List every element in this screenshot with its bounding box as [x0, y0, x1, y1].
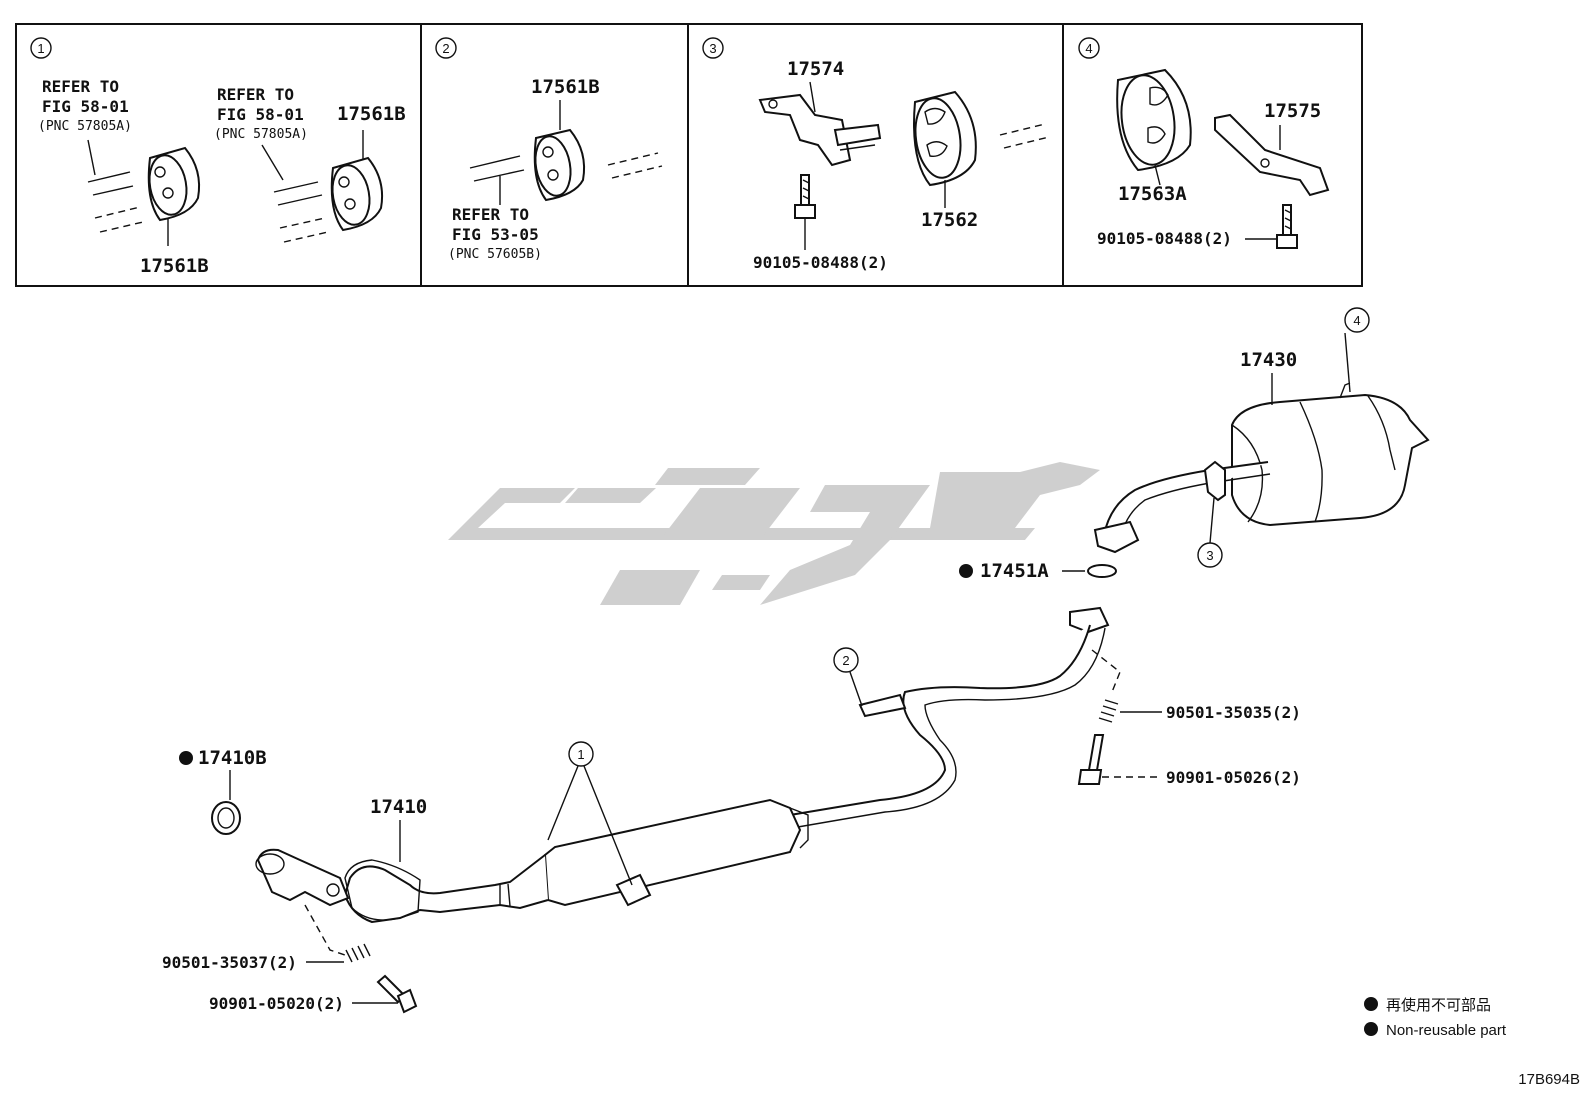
- callout-number: 1: [577, 747, 584, 762]
- gasket-ring-inner: [217, 807, 235, 829]
- refer-label: REFER TO: [42, 77, 119, 96]
- pipe-solid: [87, 171, 134, 196]
- legend-english: Non-reusable part: [1386, 1022, 1507, 1039]
- callout-circle: [1197, 542, 1223, 568]
- callout-circle: [568, 741, 594, 767]
- part-number-17562: 17562: [921, 209, 978, 231]
- part-number-17575: 17575: [1264, 100, 1321, 122]
- callout-number: 2: [842, 653, 849, 668]
- legend-japanese: 再使用不可部品: [1386, 997, 1491, 1014]
- rubber-hanger-icon: [147, 146, 201, 222]
- callout-circle: [1344, 307, 1370, 333]
- callout-number: 4: [1353, 313, 1360, 328]
- part-number-bolt-rear: 90901-05026(2): [1166, 768, 1301, 787]
- legend: 再使用不可部品 Non-reusable part: [1364, 997, 1507, 1039]
- bolt-icon: [1077, 734, 1105, 785]
- refer-pnc: (PNC 57805A): [214, 127, 308, 142]
- non-reusable-dot: [959, 564, 973, 578]
- refer-figure: FIG 58-01: [217, 105, 304, 124]
- muffler-17430: [1231, 382, 1430, 527]
- pipe-dashed: [607, 152, 663, 179]
- refer-pnc: (PNC 57605B): [448, 247, 542, 262]
- refer-figure: FIG 53-05: [452, 225, 539, 244]
- leader-line: [1209, 497, 1215, 544]
- panel-number: 4: [1085, 41, 1092, 56]
- part-number-bolt: 90105-08488(2): [1097, 229, 1232, 248]
- panel-1: 1 REFER TO FIG 58-01 (PNC 57805A) 17561B…: [30, 37, 406, 277]
- part-number-17410b: 17410B: [198, 747, 267, 769]
- pipe-flange: [1069, 606, 1110, 634]
- figure-code: 17B694B: [1518, 1071, 1580, 1088]
- panel-4: 4 17563A 17575 90105-08488(2): [1078, 37, 1330, 249]
- refer-figure: FIG 58-01: [42, 97, 129, 116]
- legend-dot: [1364, 1022, 1378, 1036]
- part-number-17430: 17430: [1240, 349, 1297, 371]
- part-number-bolt: 90105-08488(2): [753, 253, 888, 272]
- leader-line: [809, 81, 816, 113]
- leader-line: [547, 765, 633, 886]
- bolt-icon: [376, 974, 418, 1014]
- part-number-17410: 17410: [370, 796, 427, 818]
- refer-label: REFER TO: [217, 85, 294, 104]
- bracket-icon: [1214, 113, 1330, 197]
- rubber-hanger-icon: [913, 90, 977, 187]
- rubber-hanger-icon: [330, 156, 384, 232]
- refer-pnc: (PNC 57805A): [38, 119, 132, 134]
- panel-number: 3: [709, 41, 716, 56]
- leader-line: [1344, 332, 1351, 393]
- dashed-guide: [304, 904, 346, 956]
- panel-number: 2: [442, 41, 449, 56]
- pipe-flange: [1093, 520, 1140, 554]
- panel-3: 3 17574 90105-08488(2) 17562: [702, 37, 1050, 272]
- callout-number: 3: [1206, 548, 1213, 563]
- leader-line: [261, 144, 284, 181]
- rubber-hanger-icon: [1116, 68, 1192, 172]
- panel-number-circle: [1078, 37, 1100, 59]
- part-number-17561b: 17561B: [337, 103, 406, 125]
- bolt-icon: [794, 174, 816, 219]
- panel-2: 2 17561B REFER TO FIG 53-05 (PNC 57605B): [435, 37, 663, 262]
- spring-icon: [1098, 699, 1119, 723]
- non-reusable-dot: [179, 751, 193, 765]
- panel-number-circle: [435, 37, 457, 59]
- watermark-logo: [448, 462, 1100, 605]
- part-number-17561b: 17561B: [531, 76, 600, 98]
- dashed-guide: [1091, 649, 1121, 693]
- legend-dot: [1364, 997, 1378, 1011]
- leader-line: [87, 139, 96, 176]
- hanger-rod: [858, 693, 907, 718]
- center-pipe: [789, 624, 1091, 816]
- callout-circle: [833, 647, 859, 673]
- bolt-icon: [1276, 204, 1298, 249]
- pipe-dashed: [279, 217, 329, 243]
- leader-line: [1154, 164, 1161, 186]
- part-number-spring-rear: 90501-35035(2): [1166, 703, 1301, 722]
- hanger-bracket: [1203, 460, 1226, 502]
- rubber-hanger-icon: [533, 128, 586, 202]
- front-pipe-17410: [255, 798, 809, 924]
- pipe-solid: [273, 181, 323, 206]
- pipe-dashed: [999, 123, 1050, 149]
- part-number-17563a: 17563A: [1118, 183, 1187, 205]
- part-number-spring-front: 90501-35037(2): [162, 953, 297, 972]
- center-pipe-edge: [791, 627, 1106, 829]
- refer-label: REFER TO: [452, 205, 529, 224]
- gasket-ring: [1087, 564, 1117, 578]
- part-number-17451a: 17451A: [980, 560, 1049, 582]
- pipe-solid: [469, 155, 525, 182]
- hanger-bracket: [615, 873, 652, 907]
- part-number-17561b: 17561B: [140, 255, 209, 277]
- gasket-ring: [211, 801, 241, 835]
- part-number-17574: 17574: [787, 58, 844, 80]
- bracket-icon: [758, 93, 882, 167]
- leader-line: [849, 671, 863, 707]
- panel-number: 1: [37, 41, 44, 56]
- detail-panels: [15, 23, 1363, 287]
- part-number-bolt-front: 90901-05020(2): [209, 994, 344, 1013]
- panel-number-circle: [30, 37, 52, 59]
- spring-icon: [345, 943, 371, 963]
- pipe-dashed: [94, 206, 144, 233]
- panel-number-circle: [702, 37, 724, 59]
